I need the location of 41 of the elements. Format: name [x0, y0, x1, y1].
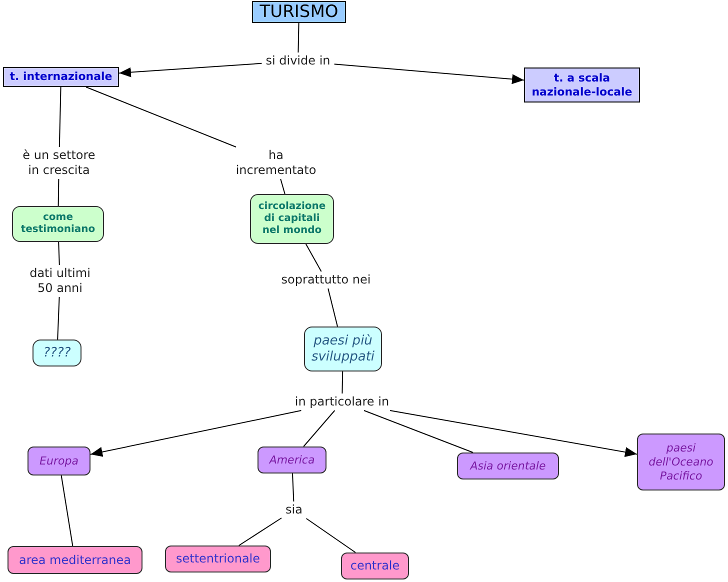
connector-line: [328, 288, 338, 327]
linking-phrase: si divide in: [262, 52, 334, 70]
arrow: [118, 62, 262, 78]
concept-box: America: [258, 446, 326, 474]
concept-box: circolazione di capitali nel mondo: [250, 194, 334, 244]
concept-box: paesi più sviluppati: [304, 326, 382, 372]
concept-box: t. a scala nazionale-locale: [524, 68, 640, 102]
concept-box: Europa: [28, 446, 90, 476]
linking-phrase: soprattutto nei: [277, 272, 375, 288]
concept-box: TURISMO: [252, 1, 346, 23]
connector-line: [280, 178, 286, 194]
connector-line: [60, 475, 74, 546]
connector-line: [342, 371, 344, 394]
arrow: [390, 410, 638, 458]
linking-phrase: in particolare in: [290, 394, 394, 410]
arrow: [90, 410, 302, 457]
connector-line: [86, 86, 236, 148]
concept-box: come testimoniano: [12, 206, 104, 242]
connector-line: [58, 86, 62, 148]
connector-line: [292, 473, 294, 502]
concept-box: t. internazionale: [3, 67, 119, 87]
connector-line: [58, 178, 60, 206]
connector-line: [364, 410, 474, 453]
connector-line: [303, 410, 336, 447]
linking-phrase: è un settore in crescita: [14, 147, 104, 179]
concept-box: area mediterranea: [8, 546, 142, 574]
connector-line: [298, 22, 300, 53]
concept-box: centrale: [341, 552, 409, 580]
connector-line: [58, 242, 60, 266]
concept-box: ????: [32, 340, 82, 366]
connector-line: [57, 296, 60, 340]
concept-box: paesi dell'Oceano Pacifico: [637, 434, 725, 490]
connector-line: [305, 244, 322, 272]
concept-box: settentrionale: [165, 546, 271, 572]
concept-box: Asia orientale: [457, 452, 559, 480]
linking-phrase: dati ultimi 50 anni: [22, 265, 98, 297]
linking-phrase: sia: [282, 502, 306, 518]
connector-line: [238, 518, 282, 546]
linking-phrase: ha incrementato: [232, 147, 320, 179]
arrow: [334, 64, 524, 84]
connector-line: [306, 518, 356, 553]
